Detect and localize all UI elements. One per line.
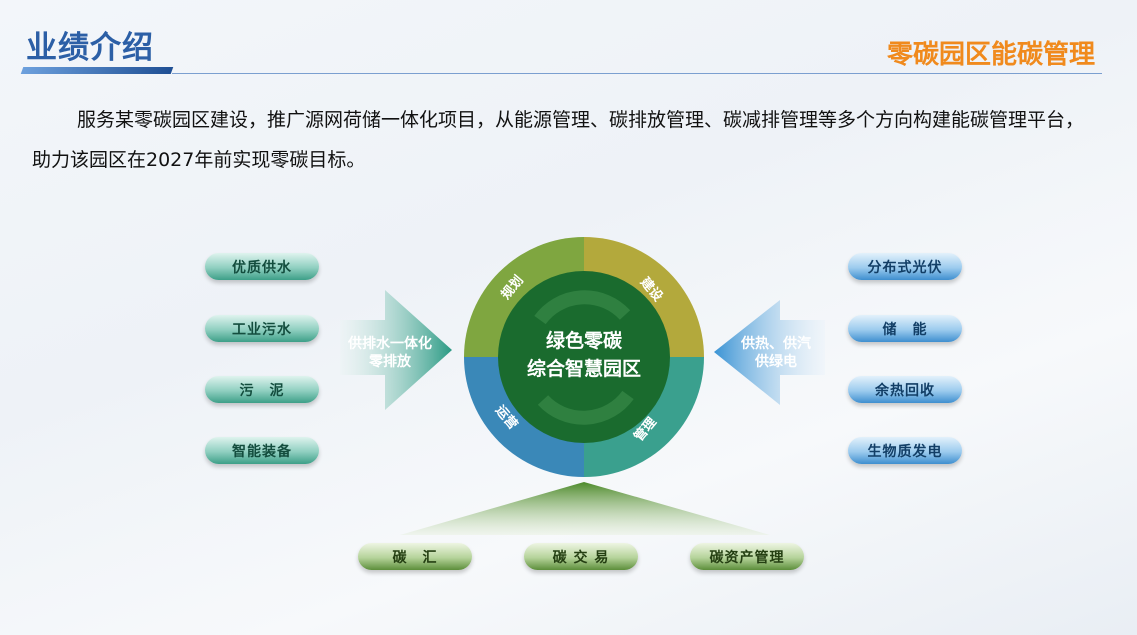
right-item: 分布式光伏 [848,253,962,280]
center-subtitle: 综合智慧园区 [527,357,641,380]
left-item: 优质供水 [205,253,319,280]
intro-paragraph: 服务某零碳园区建设，推广源网荷储一体化项目，从能源管理、碳排放管理、碳减排管理等… [32,109,1085,171]
bottom-triangle [400,482,770,535]
right-arrow-label: 供绿电 [754,353,797,370]
left-arrow [340,290,452,410]
bottom-item: 碳 汇 [358,543,472,570]
right-arrow-label: 供热、供汽 [740,335,811,352]
page-title: 业绩介绍 [26,30,154,66]
left-item: 工业污水 [205,315,319,342]
bottom-item: 碳 交 易 [524,543,638,570]
left-item: 智能装备 [205,437,319,464]
cycle-ring [464,237,704,477]
center-title: 绿色零碳 [546,329,623,352]
left-arrow-label: 零排放 [368,353,412,370]
left-item: 污 泥 [205,376,319,403]
bottom-item: 碳资产管理 [690,543,804,570]
right-item: 生物质发电 [848,437,962,464]
right-item: 余热回收 [848,376,962,403]
left-arrow-label: 供排水一体化 [347,335,432,352]
header-divider [172,73,1102,74]
page-subtitle: 零碳园区能碳管理 [886,40,1095,70]
right-arrow [714,300,825,405]
right-item: 储 能 [848,315,962,342]
